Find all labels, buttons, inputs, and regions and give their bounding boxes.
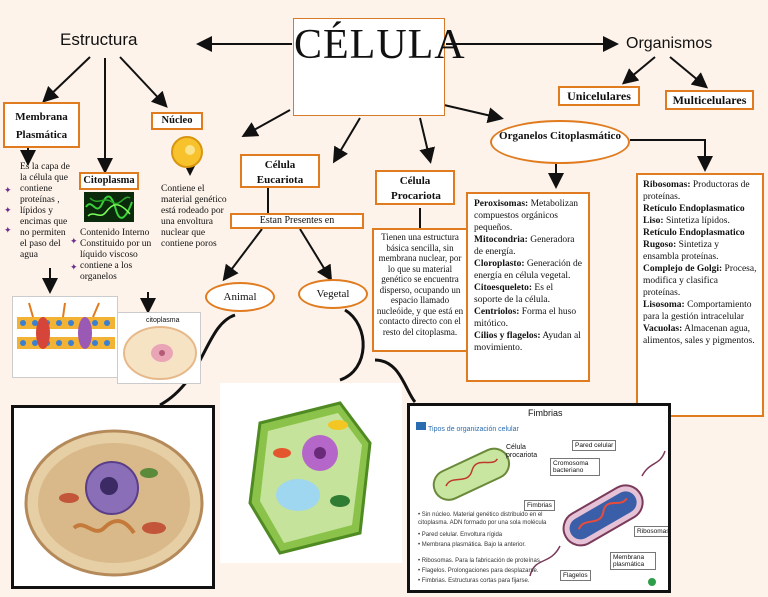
membrana-p-label: Membrana plasmática [610, 552, 656, 570]
presentes-box: Estan Presentes en [230, 213, 364, 229]
tipos-label: Tipos de organización celular [428, 426, 519, 433]
unicelulares-box: Unicelulares [558, 86, 640, 106]
body-text-line: • Pared celular. Envoltura rígida [418, 532, 503, 538]
bullet-icon: ✦ [4, 225, 12, 235]
organelo-item: Retículo Endoplasmatico Liso: Sintetiza … [643, 204, 745, 226]
ribosomas-label: Ribosomas [634, 526, 668, 537]
vegetal-cell-image [220, 383, 402, 563]
organelos-right-box: Ribosomas: Productoras de proteínas. Ret… [636, 173, 764, 417]
celula-image: citoplasma [117, 312, 201, 384]
body-text-line: • Sin núcleo. Material genético distribu… [418, 512, 543, 518]
procariota-box: Célula Procariota [375, 170, 455, 205]
organelo-item: Mitocondria: Generadora de energía. [474, 235, 575, 257]
bullet-icon: ✦ [70, 236, 78, 246]
animal-cell-image [11, 405, 215, 589]
organelo-item: Vacuolas: Almacenan agua, alimentos, sal… [643, 324, 755, 346]
organismos-label: Organismos [626, 35, 713, 52]
page-title: CÉLULA [294, 22, 466, 68]
membrana-box: Membrana Plasmática [3, 102, 80, 148]
nucleo-box: Núcleo [151, 112, 203, 130]
bullet-icon: ✦ [4, 205, 12, 215]
fimbrias2-label: Fimbrias [524, 500, 555, 511]
procariota-image: Fimbrias Tipos de organización celular •… [407, 403, 671, 593]
nucleo-desc: Contiene el material genético está rodea… [161, 184, 227, 249]
title-box: CÉLULA [293, 18, 465, 116]
membrana-desc: Es la capa de la célula que contiene pro… [20, 162, 70, 260]
body-text-line: • Flagelos. Prolongaciones para desplaza… [418, 568, 539, 574]
play-icon[interactable] [648, 578, 656, 586]
organelo-item: Peroxisomas: Metabolizan compuestos orgá… [474, 199, 579, 233]
estructura-label: Estructura [60, 30, 138, 49]
bullet-icons: ✦ ✦ ✦ [4, 180, 12, 240]
pared-label: Pared celular [572, 440, 617, 451]
organelo-item: Cloroplasto: Generación de energía en cé… [474, 259, 582, 281]
bullet-icons-2: ✦ ✦ [70, 228, 78, 280]
membrana-image [12, 296, 118, 378]
procariota-desc: Tienen una estructura básica sencilla, s… [372, 228, 468, 352]
body-text-line: • Ribosomas. Para la fabricación de prot… [418, 558, 542, 564]
flagelos-label: Flagelos [560, 570, 591, 581]
multicelulares-box: Multicelulares [665, 90, 754, 110]
bullet-icon: ✦ [70, 262, 78, 272]
organelo-item: Lisosoma: Comportamiento para la gestión… [643, 300, 752, 322]
cromosoma-label: Cromosoma bacteriano [550, 458, 600, 476]
organelo-item: Complejo de Golgi: Procesa, modifica y c… [643, 264, 757, 298]
body-text-line: • Fimbrias. Estructuras cortas para fija… [418, 578, 530, 584]
citoplasma-label: citoplasma [146, 317, 180, 324]
body-text-line: citoplasma. ADN formado por una sola mol… [418, 520, 547, 526]
eucariota-box: Célula Eucariota [240, 154, 320, 188]
citoplasma-desc: Contenido Interno Constituido por un líq… [80, 228, 152, 282]
organelo-item: Cilios y flagelos: Ayudan al movimiento. [474, 331, 581, 353]
bullet-icon: ✦ [4, 185, 12, 195]
citoplasma-box: Citoplasma [79, 172, 139, 190]
citoplasma-image [84, 192, 134, 222]
animal-ellipse: Animal [205, 282, 275, 312]
organelos-left-box: Peroxisomas: Metabolizan compuestos orgá… [466, 192, 590, 382]
vegetal-ellipse: Vegetal [298, 279, 368, 309]
fimbrias-label: Fimbrias [528, 408, 563, 418]
organelo-item: Retículo Endoplasmatico Rugoso: Sintetiz… [643, 228, 745, 262]
organelo-item: Centriolos: Forma el huso mitótico. [474, 307, 577, 329]
nucleo-image [168, 135, 206, 169]
organelos-ellipse: Organelos Citoplasmático [490, 120, 630, 164]
organelo-item: Ribosomas: Productoras de proteínas. [643, 180, 750, 202]
organelo-item: Citoesqueleto: Es el soporte de la célul… [474, 283, 554, 305]
celula-procariota-label: Célula procariota [506, 444, 538, 459]
body-text-line: • Membrana plasmática. Bajo la anterior. [418, 542, 526, 548]
